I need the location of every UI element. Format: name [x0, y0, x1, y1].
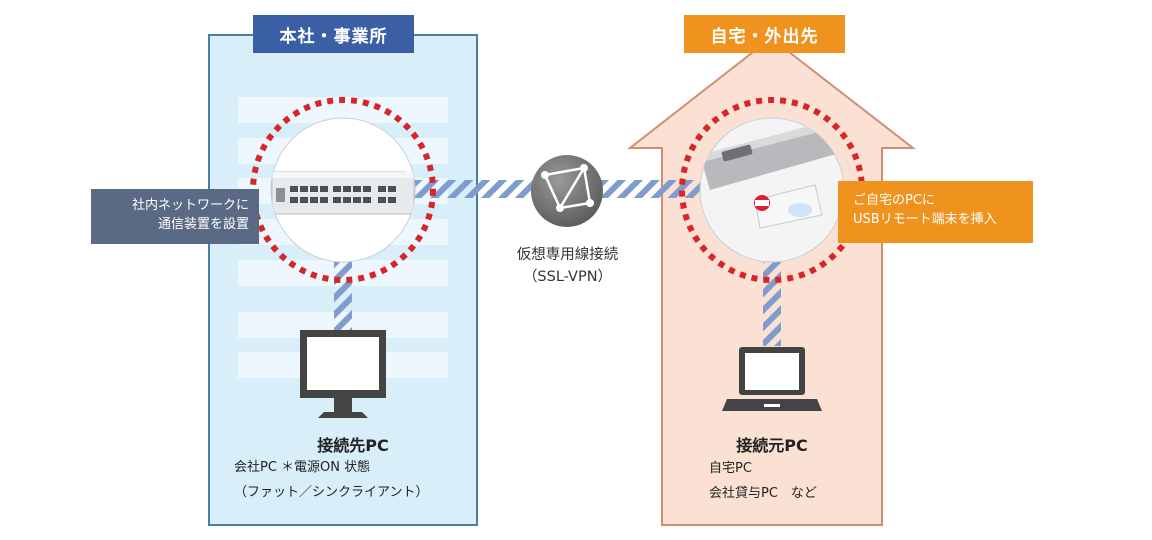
home-callout: ご自宅のPCに USBリモート端末を挿入	[838, 181, 1033, 243]
usb-device-image	[699, 117, 845, 263]
home-badge: 自宅・外出先	[684, 15, 845, 53]
office-callout: 社内ネットワークに 通信装置を設置	[91, 189, 259, 244]
office-callout-line2: 通信装置を設置	[157, 217, 249, 232]
office-callout-line1: 社内ネットワークに	[131, 198, 249, 213]
home-pc-line1: 自宅PC	[709, 461, 752, 476]
home-callout-line2: USBリモート端末を挿入	[853, 212, 997, 227]
home-pc-title: 接続元PC	[736, 436, 808, 455]
network-switch-image	[270, 117, 416, 263]
laptop-icon	[722, 347, 822, 411]
home-callout-line1: ご自宅のPCに	[853, 193, 935, 208]
office-pc-title: 接続先PC	[317, 436, 389, 455]
network-globe-icon	[531, 155, 603, 227]
office-pc-line1: 会社PC ＊電源ON 状態	[234, 460, 371, 475]
office-pc-line2: （ファット／シンクライアント）	[234, 485, 429, 500]
office-highlight-ring	[250, 97, 436, 283]
desktop-monitor-icon	[300, 330, 386, 418]
home-pc-line2: 会社貸与PC など	[709, 486, 817, 501]
connection-label-line2: （SSL-VPN）	[522, 269, 613, 285]
connection-label-line1: 仮想専用線接続	[516, 247, 619, 263]
office-badge: 本社・事業所	[253, 15, 414, 53]
connection-label: 仮想専用線接続 （SSL-VPN）	[485, 244, 650, 288]
